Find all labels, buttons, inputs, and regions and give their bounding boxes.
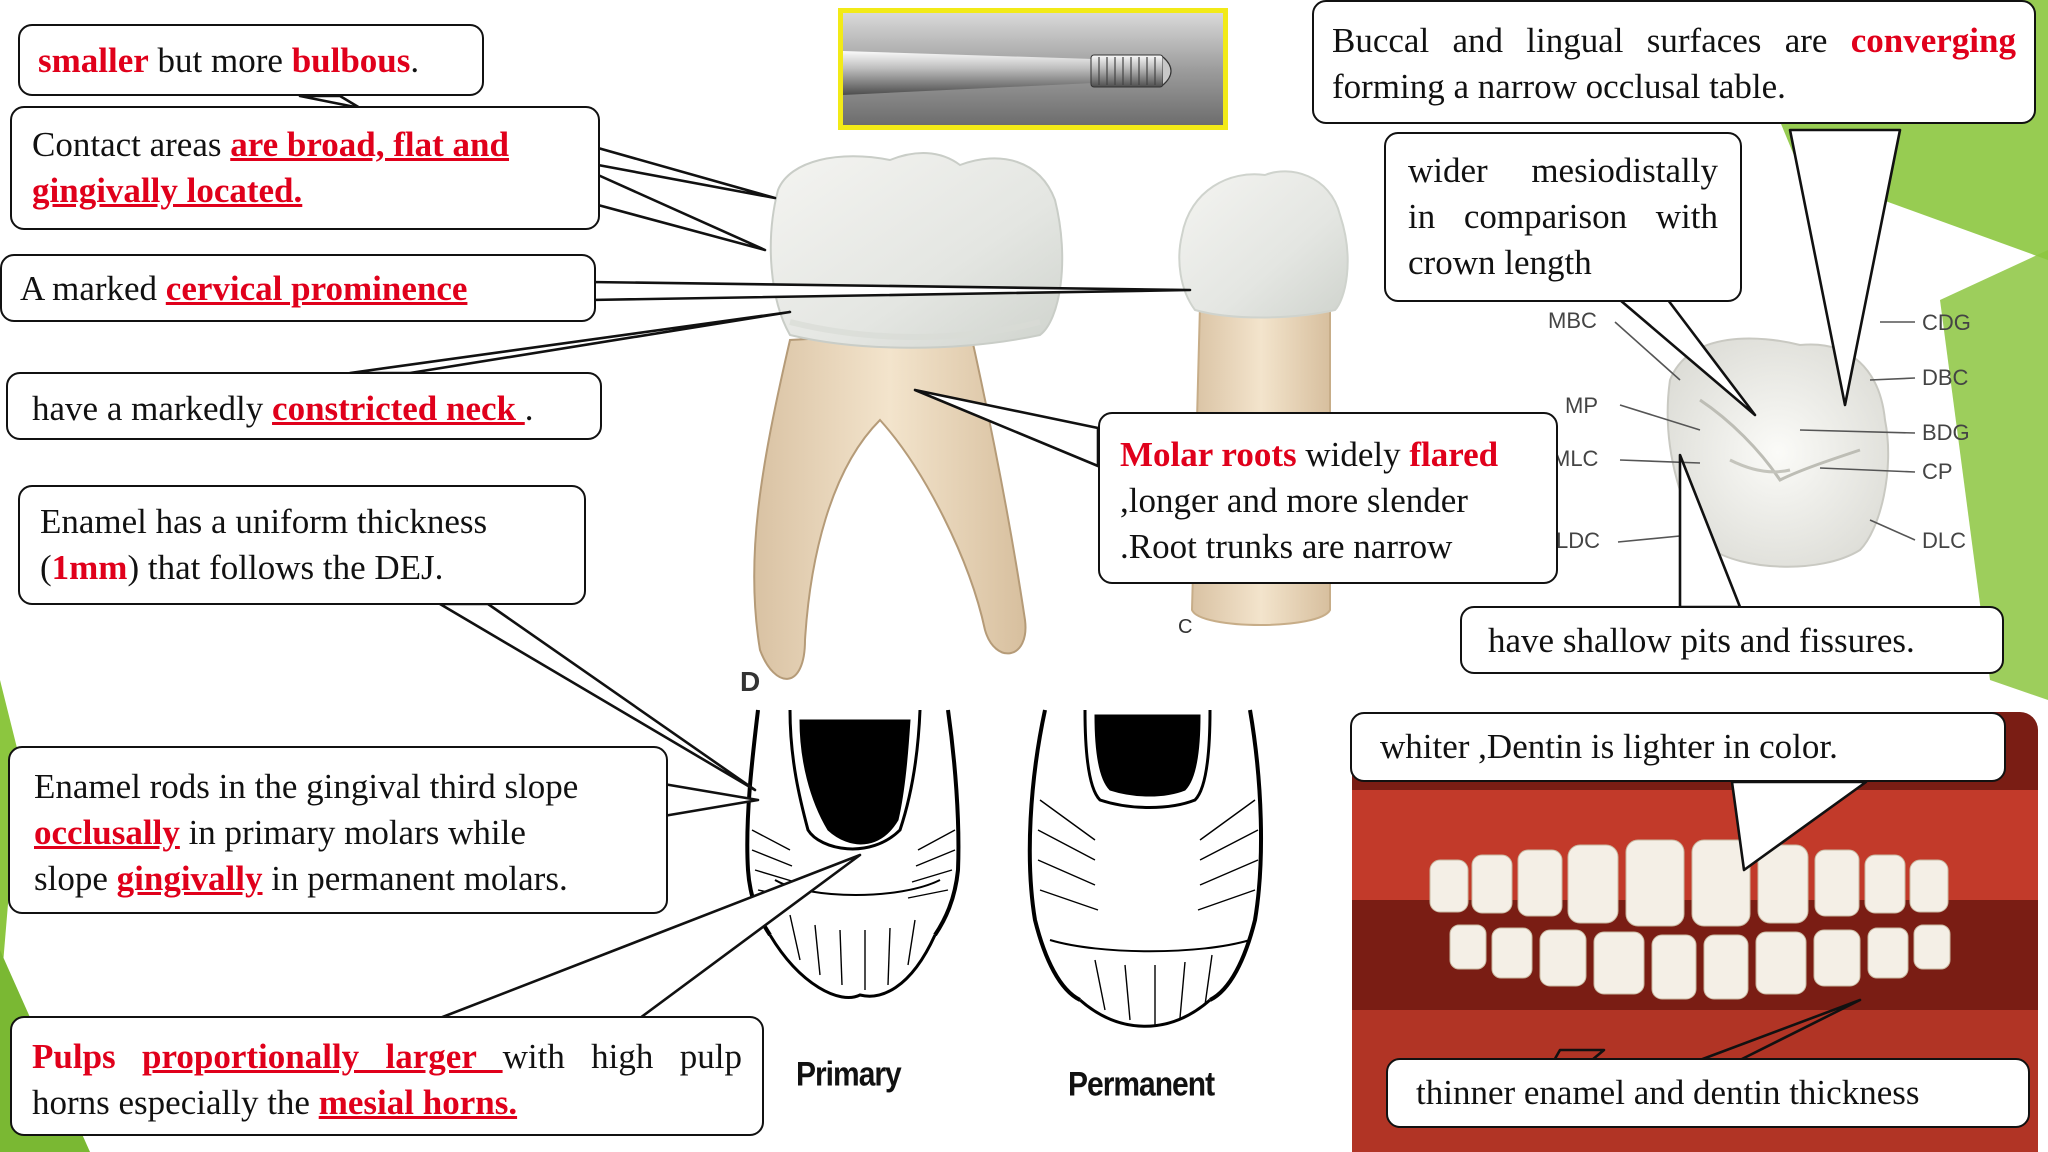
label-dbc: DBC xyxy=(1922,365,1969,390)
text-buccal-lingual: Buccal and lingual surfaces are xyxy=(1332,21,1851,60)
text-have-markedly: have a markedly xyxy=(32,389,273,428)
callout-molar-roots: Molar roots widely flared ,longer and mo… xyxy=(1098,412,1558,584)
callout-smaller-bulbous: smaller but more bulbous. xyxy=(18,24,484,96)
text-wider-mesio: wider mesiodistally xyxy=(1408,151,1718,190)
text-period: . xyxy=(524,389,534,428)
text-permanent-molars: in permanent molars. xyxy=(262,859,568,898)
text-proportionally-larger: proportionally larger xyxy=(142,1037,503,1076)
callout-constricted-neck: have a markedly constricted neck . xyxy=(6,372,602,440)
text-follows-dej: ) that follows the DEJ. xyxy=(127,548,444,587)
label-mlc: MLC xyxy=(1552,446,1599,471)
label-bdg: BDG xyxy=(1922,420,1970,445)
callout-whiter: whiter ,Dentin is lighter in color. xyxy=(1350,712,2006,782)
text-widely: widely xyxy=(1296,435,1410,474)
text-paren: ( xyxy=(40,548,52,587)
text-enamel-rods: Enamel rods in the gingival third slope xyxy=(34,767,579,806)
text-contact-areas: Contact areas xyxy=(32,125,231,164)
text-broad-flat: are broad, flat and xyxy=(230,125,509,164)
text-narrow-table: forming a narrow occlusal table. xyxy=(1332,67,1786,106)
children-teeth-photo xyxy=(1352,712,2038,1152)
text-root-trunks: .Root trunks are narrow xyxy=(1120,527,1453,566)
text-high-pulp: with high pulp xyxy=(502,1037,742,1076)
text-pulps: Pulps xyxy=(32,1037,116,1076)
label-cdg: CDG xyxy=(1922,310,1971,335)
primary-section-drawing xyxy=(745,709,961,999)
label-dlc: DLC xyxy=(1922,528,1967,553)
text-flared: flared xyxy=(1409,435,1499,474)
caption-permanent: Permanent xyxy=(1068,1065,1215,1104)
callout-enamel-rods: Enamel rods in the gingival third slope … xyxy=(8,746,668,914)
text-crown-length: crown length xyxy=(1408,243,1592,282)
label-cp: CP xyxy=(1922,459,1953,484)
label-mp: MP xyxy=(1565,393,1598,418)
figure-letter-c: C xyxy=(1178,616,1193,638)
callout-thinner-enamel: thinner enamel and dentin thickness xyxy=(1386,1058,2030,1128)
callout-enamel-thickness: Enamel has a uniform thickness (1mm) tha… xyxy=(18,485,586,605)
text-smaller: smaller xyxy=(38,41,149,80)
callout-shallow-pits: have shallow pits and fissures. xyxy=(1460,606,2004,674)
text-a-marked: A marked xyxy=(20,269,166,308)
text-mesial-horns: mesial horns. xyxy=(318,1083,518,1122)
permanent-section-drawing xyxy=(1027,709,1264,1028)
callout-pulps: Pulps proportionally larger with high pu… xyxy=(10,1016,764,1136)
text-primary-while: in primary molars while xyxy=(179,813,526,852)
text-period: . xyxy=(410,41,420,80)
text-molar-roots: Molar roots xyxy=(1120,435,1297,474)
text-horns-especially: horns especially the xyxy=(32,1083,319,1122)
text-whiter-dentin: whiter ,Dentin is lighter in color. xyxy=(1380,727,1838,766)
callout-buccal-lingual: Buccal and lingual surfaces are convergi… xyxy=(1312,0,2036,124)
label-mbc: MBC xyxy=(1548,308,1597,333)
text-shallow-pits: have shallow pits and fissures. xyxy=(1488,621,1915,660)
bur-photo xyxy=(838,8,1228,130)
text-occlusally: occlusally xyxy=(34,813,180,852)
text-gingivally: gingivally xyxy=(116,859,263,898)
callout-cervical-prominence: A marked cervical prominence xyxy=(0,254,596,322)
text-constricted-neck: constricted neck xyxy=(272,389,525,428)
caption-primary: Primary xyxy=(796,1055,902,1094)
text-longer-slender: ,longer and more slender xyxy=(1120,481,1468,520)
bur-instrument-image xyxy=(843,13,1223,125)
text-enamel-uniform: Enamel has a uniform thickness xyxy=(40,502,488,541)
text-cervical-prominence: cervical prominence xyxy=(165,269,468,308)
text-but-more: but more xyxy=(148,41,292,80)
primary-molar-illustration xyxy=(753,152,1064,680)
callout-wider-mesiodistally: wider mesiodistally in comparison with c… xyxy=(1384,132,1742,302)
callout-contact-areas: Contact areas are broad, flat and gingiv… xyxy=(10,106,600,230)
text-slope: slope xyxy=(34,859,117,898)
text-in-comparison: in comparison with xyxy=(1408,197,1718,236)
figure-letter-d: D xyxy=(740,666,761,697)
text-thinner-enamel: thinner enamel and dentin thickness xyxy=(1416,1073,1920,1112)
text-bulbous: bulbous xyxy=(291,41,411,80)
occlusal-view-illustration xyxy=(1614,321,1916,568)
text-converging: converging xyxy=(1850,21,2016,60)
text-gingivally-located: gingivally located. xyxy=(32,171,303,210)
text-1mm: 1mm xyxy=(51,548,128,587)
label-ldc: LDC xyxy=(1556,528,1601,553)
callout-pointers xyxy=(298,94,1902,1122)
